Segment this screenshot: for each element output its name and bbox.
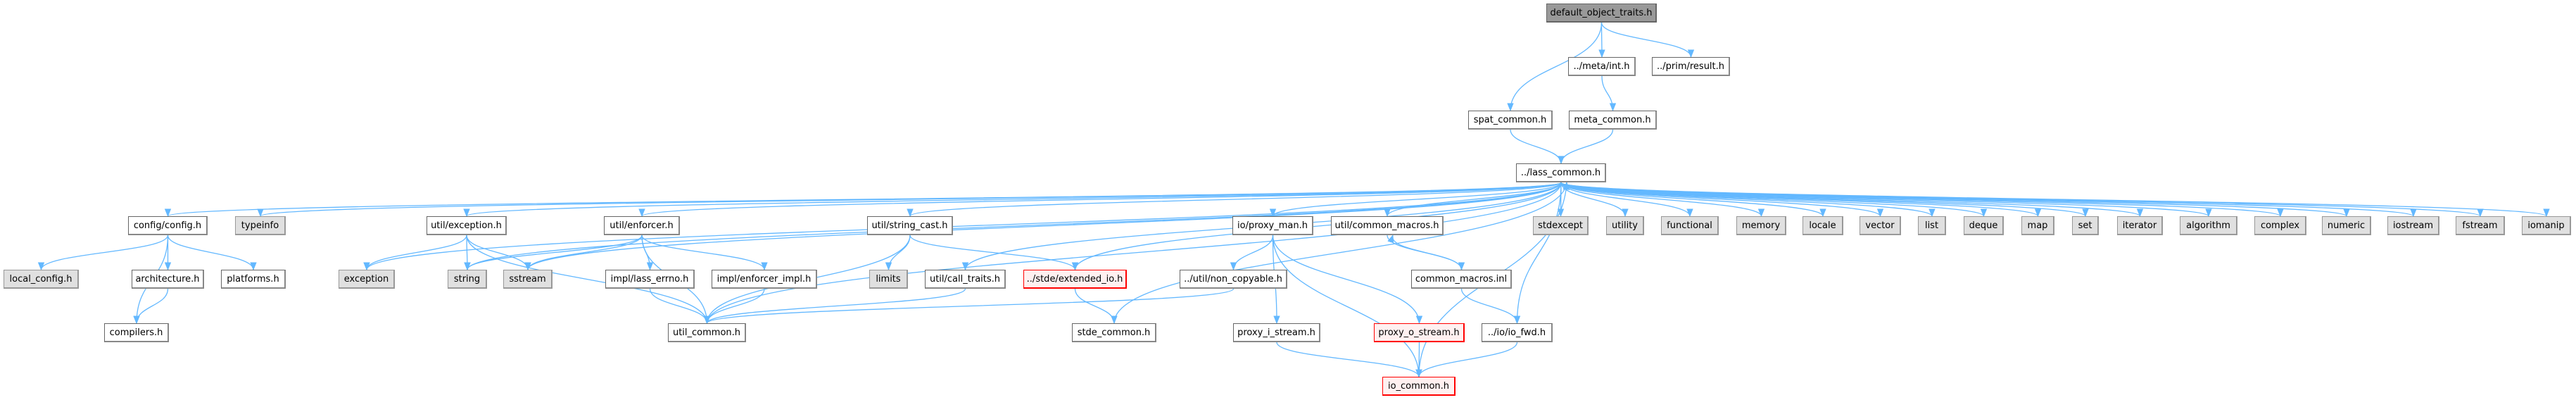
node-utility[interactable]: utility xyxy=(1606,216,1644,235)
edge-lass-common-to-memory xyxy=(1560,182,1765,218)
node-memory[interactable]: memory xyxy=(1736,216,1786,235)
edge-spat-common-to-lass-common xyxy=(1510,129,1565,165)
node-stdexcept[interactable]: stdexcept xyxy=(1533,216,1589,235)
node-spat-common[interactable]: spat_common.h xyxy=(1468,111,1553,130)
node-sstream[interactable]: sstream xyxy=(503,270,553,289)
node-iomanip[interactable]: iomanip xyxy=(2522,216,2571,235)
node-util-enforcer[interactable]: util/enforcer.h xyxy=(604,216,680,235)
edge-meta-int-to-meta-common xyxy=(1601,75,1617,112)
edge-lass-common-to-proxy-man xyxy=(1270,182,1562,218)
node-deque[interactable]: deque xyxy=(1964,216,2004,235)
edge-common-macros-inl-to-io-fwd xyxy=(1460,288,1521,325)
node-vector[interactable]: vector xyxy=(1860,216,1901,235)
edge-extended-io-to-stde-common xyxy=(1074,288,1118,325)
edge-default-object-traits-to-meta-int xyxy=(1598,22,1605,58)
edge-io-fwd-to-io-common xyxy=(1415,342,1518,378)
node-iostream[interactable]: iostream xyxy=(2387,216,2439,235)
node-proxy-o-stream[interactable]: proxy_o_stream.h xyxy=(1374,323,1465,342)
edge-util-exception-to-sstream xyxy=(466,235,531,271)
edge-proxy-man-to-non-copyable xyxy=(1230,235,1274,271)
node-complex[interactable]: complex xyxy=(2254,216,2306,235)
edge-lass-common-to-typeinfo xyxy=(258,182,1562,218)
node-default-object-traits: default_object_traits.h xyxy=(1546,4,1657,23)
node-prim-result[interactable]: ../prim/result.h xyxy=(1652,57,1730,76)
edge-util-exception-to-exception xyxy=(363,235,467,271)
edge-stde-common-to-lass-common xyxy=(1113,181,1570,324)
node-platforms[interactable]: platforms.h xyxy=(221,270,286,289)
node-list[interactable]: list xyxy=(1918,216,1946,235)
edge-util-exception-to-util-common xyxy=(466,235,711,325)
edge-lass-common-to-util-common xyxy=(703,182,1562,325)
node-io-fwd[interactable]: ../io/io_fwd.h xyxy=(1482,323,1553,342)
edge-lass-common-to-stdexcept xyxy=(1557,182,1565,218)
node-set[interactable]: set xyxy=(2072,216,2099,235)
edge-lass-common-to-util-exception xyxy=(464,182,1562,218)
node-proxy-i-stream[interactable]: proxy_i_stream.h xyxy=(1233,323,1320,342)
edge-lass-common-to-numeric xyxy=(1560,182,2350,218)
node-architecture[interactable]: architecture.h xyxy=(132,270,204,289)
node-stde-common[interactable]: stde_common.h xyxy=(1072,323,1156,342)
node-util-common[interactable]: util_common.h xyxy=(668,323,746,342)
node-lass-common[interactable]: ../lass_common.h xyxy=(1516,163,1606,182)
edge-proxy-man-to-proxy-o-stream xyxy=(1272,235,1423,325)
node-proxy-man[interactable]: io/proxy_man.h xyxy=(1232,216,1313,235)
edge-lass-common-to-string-cast xyxy=(907,182,1562,218)
node-typeinfo[interactable]: typeinfo xyxy=(235,216,286,235)
node-non-copyable[interactable]: ../util/non_copyable.h xyxy=(1180,270,1287,289)
edge-lass-common-to-util-enforcer xyxy=(638,182,1562,218)
edge-common-macros-inl-to-common-macros-h xyxy=(1387,234,1463,270)
edge-proxy-i-stream-to-io-common xyxy=(1276,342,1422,378)
node-exception[interactable]: exception xyxy=(339,270,395,289)
node-local-config[interactable]: local_config.h xyxy=(4,270,79,289)
edge-lass-common-to-locale xyxy=(1560,182,1826,218)
node-enforcer-impl[interactable]: impl/enforcer_impl.h xyxy=(712,270,817,289)
node-map[interactable]: map xyxy=(2021,216,2054,235)
node-util-exception[interactable]: util/exception.h xyxy=(427,216,507,235)
node-string-cast[interactable]: util/string_cast.h xyxy=(867,216,953,235)
edge-lass-common-to-io-fwd xyxy=(1513,182,1562,325)
node-compilers[interactable]: compilers.h xyxy=(104,323,169,342)
edge-lass-common-to-vector xyxy=(1560,182,1883,218)
edge-architecture-to-compilers xyxy=(133,288,169,325)
node-limits[interactable]: limits xyxy=(869,270,908,289)
edge-meta-common-to-lass-common xyxy=(1558,129,1614,165)
node-meta-common[interactable]: meta_common.h xyxy=(1569,111,1657,130)
edge-string-cast-to-limits xyxy=(885,235,911,271)
node-fstream[interactable]: fstream xyxy=(2456,216,2505,235)
edge-config-to-platforms xyxy=(167,235,257,271)
node-lass-errno[interactable]: impl/lass_errno.h xyxy=(605,270,695,289)
edge-proxy-man-to-io-common xyxy=(1272,235,1422,378)
node-locale[interactable]: locale xyxy=(1802,216,1843,235)
edge-lass-common-to-extended-io xyxy=(1071,182,1562,271)
node-config[interactable]: config/config.h xyxy=(128,216,208,235)
edge-lass-common-to-iomanip xyxy=(1560,182,2550,218)
edge-default-object-traits-to-spat-common xyxy=(1507,22,1603,112)
edge-call-traits-to-util-common xyxy=(703,288,966,325)
edge-lass-common-to-common-macros-h xyxy=(1384,182,1562,218)
edge-util-enforcer-to-enforcer-impl xyxy=(641,235,768,271)
node-functional[interactable]: functional xyxy=(1661,216,1719,235)
node-common-macros-h[interactable]: util/common_macros.h xyxy=(1331,216,1444,235)
edge-lass-common-to-sstream xyxy=(524,182,1562,271)
node-extended-io[interactable]: ../stde/extended_io.h xyxy=(1023,270,1127,289)
node-algorithm[interactable]: algorithm xyxy=(2180,216,2237,235)
edge-config-to-local-config xyxy=(37,235,169,271)
edge-default-object-traits-to-prim-result xyxy=(1600,22,1695,58)
node-call-traits[interactable]: util/call_traits.h xyxy=(925,270,1006,289)
node-iterator[interactable]: iterator xyxy=(2117,216,2163,235)
edge-string-cast-to-extended-io xyxy=(909,235,1079,271)
node-string[interactable]: string xyxy=(448,270,487,289)
edge-non-copyable-to-util-common xyxy=(704,288,1235,325)
edge-util-enforcer-to-string xyxy=(464,235,643,271)
edge-lass-common-to-exception xyxy=(363,182,1562,271)
node-common-macros-inl[interactable]: common_macros.inl xyxy=(1411,270,1512,289)
node-numeric[interactable]: numeric xyxy=(2322,216,2371,235)
node-meta-int[interactable]: ../meta/int.h xyxy=(1568,57,1636,76)
node-io-common[interactable]: io_common.h xyxy=(1382,377,1456,396)
edge-util-enforcer-to-sstream xyxy=(524,235,643,271)
